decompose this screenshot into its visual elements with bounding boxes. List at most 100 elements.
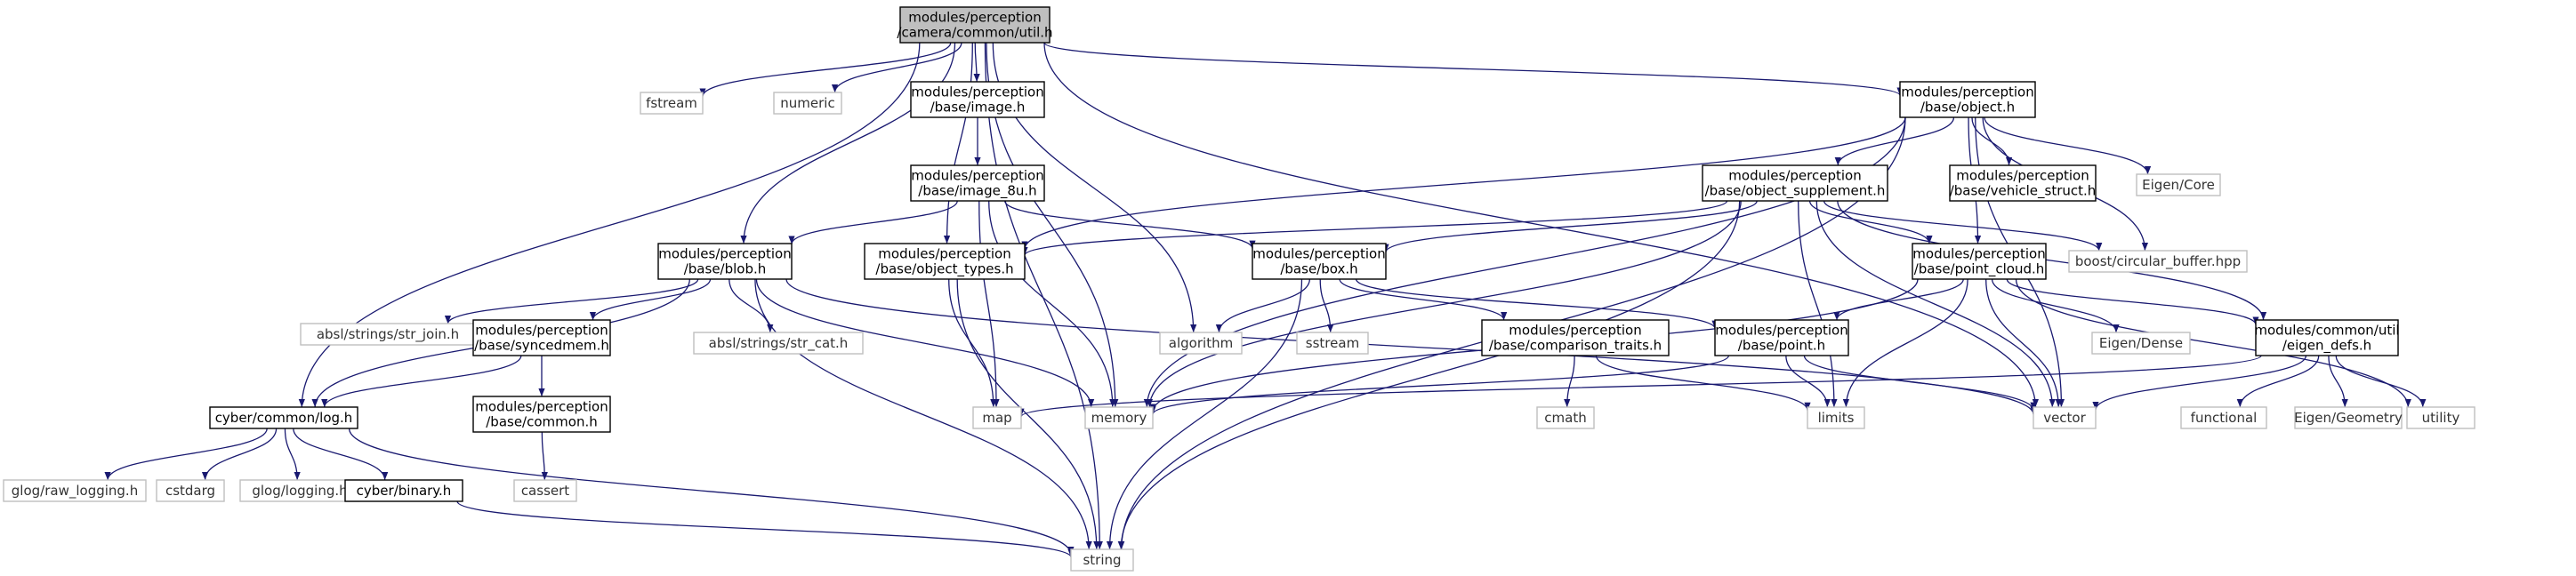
node-glog: glog/logging.h [239,479,360,502]
node-label-vehicle-line-0: modules/perception [1956,168,2089,184]
node-box-object [1899,81,2036,118]
node-box-eigendefs [2255,319,2399,356]
node-label-common-line-0: modules/perception [475,399,608,415]
node-box-vehicle [1949,164,2097,202]
edge-util-to-image [973,42,980,83]
node-box-box [1252,243,1387,280]
edge-util-to-objtypes [943,42,973,244]
node-strjoin: absl/strings/str_join.h [300,323,476,346]
edge-util-to-object [1043,42,1904,96]
node-box-sstream [1296,332,1369,355]
node-label-circbuf-line-0: boost/circular_buffer.hpp [2075,253,2241,270]
node-label-limits-line-0: limits [1818,410,1855,426]
node-label-fstream-line-0: fstream [646,95,697,111]
node-label-eigendense-line-0: Eigen/Dense [2099,335,2183,351]
edge-util-to-numeric [831,42,962,93]
node-box-comptraits [1481,319,1670,356]
edge-objsupp-to-memory [1146,200,1742,408]
edge-objsupp-to-string [1117,200,1741,550]
node-label-numeric-line-0: numeric [780,95,834,111]
node-box-glog [239,479,360,502]
edge-pointcloud-to-point [1833,278,1964,321]
node-label-utility-line-0: utility [2422,410,2460,426]
node-label-blob-line-1: /base/blob.h [684,261,767,277]
edge-binary-to-string [456,500,1075,558]
edge-objsupp-to-limits [1798,200,1838,408]
node-common: modules/perception/base/common.h [472,396,611,433]
node-label-syncedmem-line-1: /base/syncedmem.h [474,338,609,354]
node-binary: cyber/binary.h [344,479,463,502]
node-util: modules/perception/camera/common/util.h [897,6,1053,44]
node-label-vehicle-line-1: /base/vehicle_struct.h [1950,183,2097,200]
node-label-image8u-line-1: /base/image_8u.h [918,183,1036,200]
node-box-eigengeom [2294,406,2403,429]
node-log: cyber/common/log.h [209,406,358,429]
node-box-objsupp [1702,164,1888,202]
node-fstream: fstream [640,92,704,115]
node-algorithm: algorithm [1159,332,1243,355]
node-vehicle: modules/perception/base/vehicle_struct.h [1949,164,2097,202]
node-vector: vector [2033,406,2097,429]
node-box-binary [344,479,463,502]
node-box-blob [657,243,793,280]
node-label-comptraits-line-0: modules/perception [1509,323,1641,339]
node-label-image-line-1: /base/image.h [930,100,1026,116]
node-label-blob-line-0: modules/perception [658,246,791,262]
edge-comptraits-to-cmath [1564,355,1575,408]
nodes-layer: modules/perception/camera/common/util.h f… [3,6,2475,572]
node-box-util [899,6,1051,44]
node-label-map-line-0: map [982,410,1011,426]
node-label-box-line-1: /base/box.h [1280,261,1357,277]
node-object: modules/perception/base/object.h [1899,81,2036,118]
edge-point-to-memory [1149,355,1730,415]
node-label-log-line-0: cyber/common/log.h [215,410,353,426]
node-box-eigencore [2136,173,2221,196]
edge-eigendefs-to-eigengeom [2328,355,2348,408]
node-cstdarg: cstdarg [156,479,225,502]
edge-eigendefs-to-vector [2092,355,2307,411]
edge-image8u-to-blob [788,200,958,244]
node-label-cstdarg-line-0: cstdarg [165,483,215,499]
edge-image8u-to-box [1004,200,1256,249]
node-blob: modules/perception/base/blob.h [657,243,793,280]
node-label-point-line-0: modules/perception [1715,323,1847,339]
edge-box-to-sstream [1319,278,1334,333]
edge-blob-to-strcat [729,278,774,333]
edge-util-to-vector [1043,42,2039,408]
node-image8u: modules/perception/base/image_8u.h [910,164,1045,202]
edge-objsupp-to-eigendefs [1837,200,2267,321]
node-map: map [972,406,1022,429]
node-label-algorithm-line-0: algorithm [1169,335,1233,351]
edge-pointcloud-to-vector [1985,278,2062,408]
node-label-object-line-1: /base/object.h [1920,100,2015,116]
edge-box-to-algorithm [1215,278,1311,333]
node-label-memory-line-0: memory [1091,410,1147,426]
node-box-objtypes [864,243,1026,280]
node-label-cassert-line-0: cassert [521,483,569,499]
node-box-circbuf [2068,250,2248,273]
node-label-binary-line-0: cyber/binary.h [357,483,452,499]
node-label-syncedmem-line-0: modules/perception [475,323,608,339]
node-label-functional-line-0: functional [2191,410,2258,426]
node-label-comptraits-line-1: /base/comparison_traits.h [1489,338,1662,355]
edge-syncedmem-to-log [321,355,522,408]
node-box-map [972,406,1022,429]
node-objsupp: modules/perception/base/object_supplemen… [1702,164,1888,202]
node-memory: memory [1084,406,1154,429]
node-objtypes: modules/perception/base/object_types.h [864,243,1026,280]
edge-box-to-string [1106,278,1303,550]
node-label-image-line-0: modules/perception [911,84,1043,100]
node-label-string-line-0: string [1083,552,1121,568]
node-circbuf: boost/circular_buffer.hpp [2068,250,2248,273]
edge-eigendefs-to-map [1018,355,2262,418]
node-label-objsupp-line-1: /base/object_supplement.h [1705,183,1886,200]
node-box-string [1070,548,1134,572]
edge-objsupp-to-objtypes [1021,200,1728,256]
edge-blob-to-strjoin [444,278,699,324]
node-syncedmem: modules/perception/base/syncedmem.h [472,319,611,356]
node-pointcloud: modules/perception/base/point_cloud.h [1912,243,2047,280]
node-box-rawlog [3,479,147,502]
edge-blob-to-string [754,278,1092,550]
edge-pointcloud-to-eigendense [1991,278,2120,333]
node-box-memory [1084,406,1154,429]
